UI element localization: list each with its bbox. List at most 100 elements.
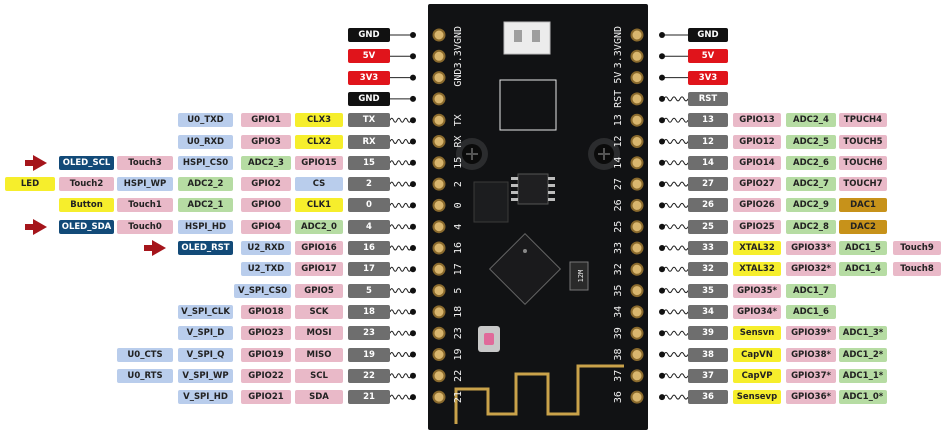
wave-connector-icon [390, 140, 411, 144]
connector-dot [410, 373, 416, 379]
connector-dot [659, 394, 665, 400]
wave-connector-icon [390, 331, 411, 335]
left-pin-label-u0-txd: U0_TXD [178, 113, 233, 127]
connector-dot [410, 245, 416, 251]
right-pin-label-gnd: GND [688, 28, 728, 42]
header-pin [434, 200, 445, 211]
left-pin-label-touch3: Touch3 [117, 156, 173, 170]
connector-dot [410, 352, 416, 358]
board-artwork: 12MGND3.3VGNDTXRX15204161751823192221GND… [428, 4, 648, 430]
right-pin-label-gpio13: GPIO13 [733, 113, 781, 127]
left-pin-label-hspi-wp: HSPI_WP [117, 177, 173, 191]
chip-leg [548, 191, 555, 194]
right-pin-label-xtal32: XTAL32 [733, 262, 781, 276]
right-pin-label-5v: 5V [688, 49, 728, 63]
left-pin-label-v-spi-cs0: V_SPI_CS0 [234, 284, 291, 298]
connector-dot [410, 32, 416, 38]
right-pin-label-touch9: Touch9 [893, 241, 941, 255]
right-pin-label-adc2-5: ADC2_5 [786, 135, 836, 149]
left-pin-label-v-spi-hd: V_SPI_HD [178, 390, 233, 404]
right-pin-label-32: 32 [688, 262, 728, 276]
connector-dot [659, 352, 665, 358]
header-pin [434, 221, 445, 232]
connector-dot [659, 160, 665, 166]
left-pin-label-rx: RX [348, 135, 390, 149]
left-pin-label-adc2-0: ADC2_0 [295, 220, 343, 234]
left-pin-label-2: 2 [348, 177, 390, 191]
connector-dot [410, 181, 416, 187]
right-pin-label-38: 38 [688, 348, 728, 362]
silk-label-left: 2 [453, 181, 464, 187]
left-pin-label-hspi-cs0: HSPI_CS0 [178, 156, 233, 170]
chip-label: 12M [577, 270, 585, 283]
connector-slot [532, 30, 540, 42]
header-pin [632, 51, 643, 62]
header-pin [434, 115, 445, 126]
left-pin-label-button: Button [59, 198, 114, 212]
header-pin [434, 72, 445, 83]
left-pin-label-v-spi-clk: V_SPI_CLK [178, 305, 233, 319]
right-pin-label-gpio27: GPIO27 [733, 177, 781, 191]
left-pin-label-gpio23: GPIO23 [241, 326, 291, 340]
wave-connector-icon [664, 395, 688, 399]
right-pin-label-25: 25 [688, 220, 728, 234]
connector-dot [410, 117, 416, 123]
silk-label-right: 33 [613, 242, 624, 254]
wave-connector-icon [390, 310, 411, 314]
left-pin-label-adc2-2: ADC2_2 [178, 177, 233, 191]
left-pin-label-gpio16: GPIO16 [295, 241, 343, 255]
connector-dot [659, 202, 665, 208]
silk-label-left: 22 [453, 370, 464, 382]
header-pin [434, 243, 445, 254]
right-pin-label-rst: RST [688, 92, 728, 106]
right-pin-label-26: 26 [688, 198, 728, 212]
arrow-icon [33, 155, 47, 171]
right-pin-label-touch7: TOUCH7 [839, 177, 887, 191]
connector-dot [659, 53, 665, 59]
left-pin-label-sck: SCK [295, 305, 343, 319]
silk-label-left: 5 [453, 288, 464, 294]
wave-connector-icon [390, 161, 411, 165]
connector-dot [410, 160, 416, 166]
right-pin-label-adc2-9: ADC2_9 [786, 198, 836, 212]
silk-label-right: 35 [613, 285, 624, 297]
arrow-icon [152, 240, 166, 256]
header-pin [632, 285, 643, 296]
right-pin-label-gpio34: GPIO34* [733, 305, 781, 319]
left-pin-label-clx3: CLX3 [295, 113, 343, 127]
silk-label-right: GND [613, 26, 624, 44]
silk-label-right: 26 [613, 199, 624, 211]
right-pin-label-35: 35 [688, 284, 728, 298]
wave-connector-icon [664, 310, 688, 314]
header-pin [434, 392, 445, 403]
wave-connector-icon [390, 203, 411, 207]
left-pin-label-23: 23 [348, 326, 390, 340]
module-outline [500, 80, 556, 130]
wifi-antenna-icon [456, 366, 624, 424]
left-pin-label-gpio22: GPIO22 [241, 369, 291, 383]
wave-connector-icon [664, 140, 688, 144]
right-pin-label-touch6: TOUCH6 [839, 156, 887, 170]
left-pin-label-gpio2: GPIO2 [241, 177, 291, 191]
connector-dot [410, 309, 416, 315]
silk-label-right: 14 [613, 157, 624, 169]
connector-dot [659, 139, 665, 145]
header-pin [632, 30, 643, 41]
left-pin-label-0: 0 [348, 198, 390, 212]
header-pin [434, 157, 445, 168]
right-pin-label-gpio37: GPIO37* [786, 369, 836, 383]
right-pin-label-gpio36: GPIO36* [786, 390, 836, 404]
header-pin [632, 328, 643, 339]
silk-label-left: RX [453, 135, 464, 147]
left-pin-label-clx2: CLX2 [295, 135, 343, 149]
left-pin-label-u2-rxd: U2_RXD [241, 241, 291, 255]
flash-chip [518, 174, 548, 204]
left-pin-label-u2-txd: U2_TXD [241, 262, 291, 276]
silk-label-left: 18 [453, 306, 464, 318]
silk-label-left: 19 [453, 348, 464, 360]
reset-button-cap [484, 333, 494, 345]
right-pin-label-gpio39: GPIO39* [786, 326, 836, 340]
left-pin-label-oled-scl: OLED_SCL [59, 156, 114, 170]
silk-label-left: 23 [453, 327, 464, 339]
header-pin [632, 115, 643, 126]
